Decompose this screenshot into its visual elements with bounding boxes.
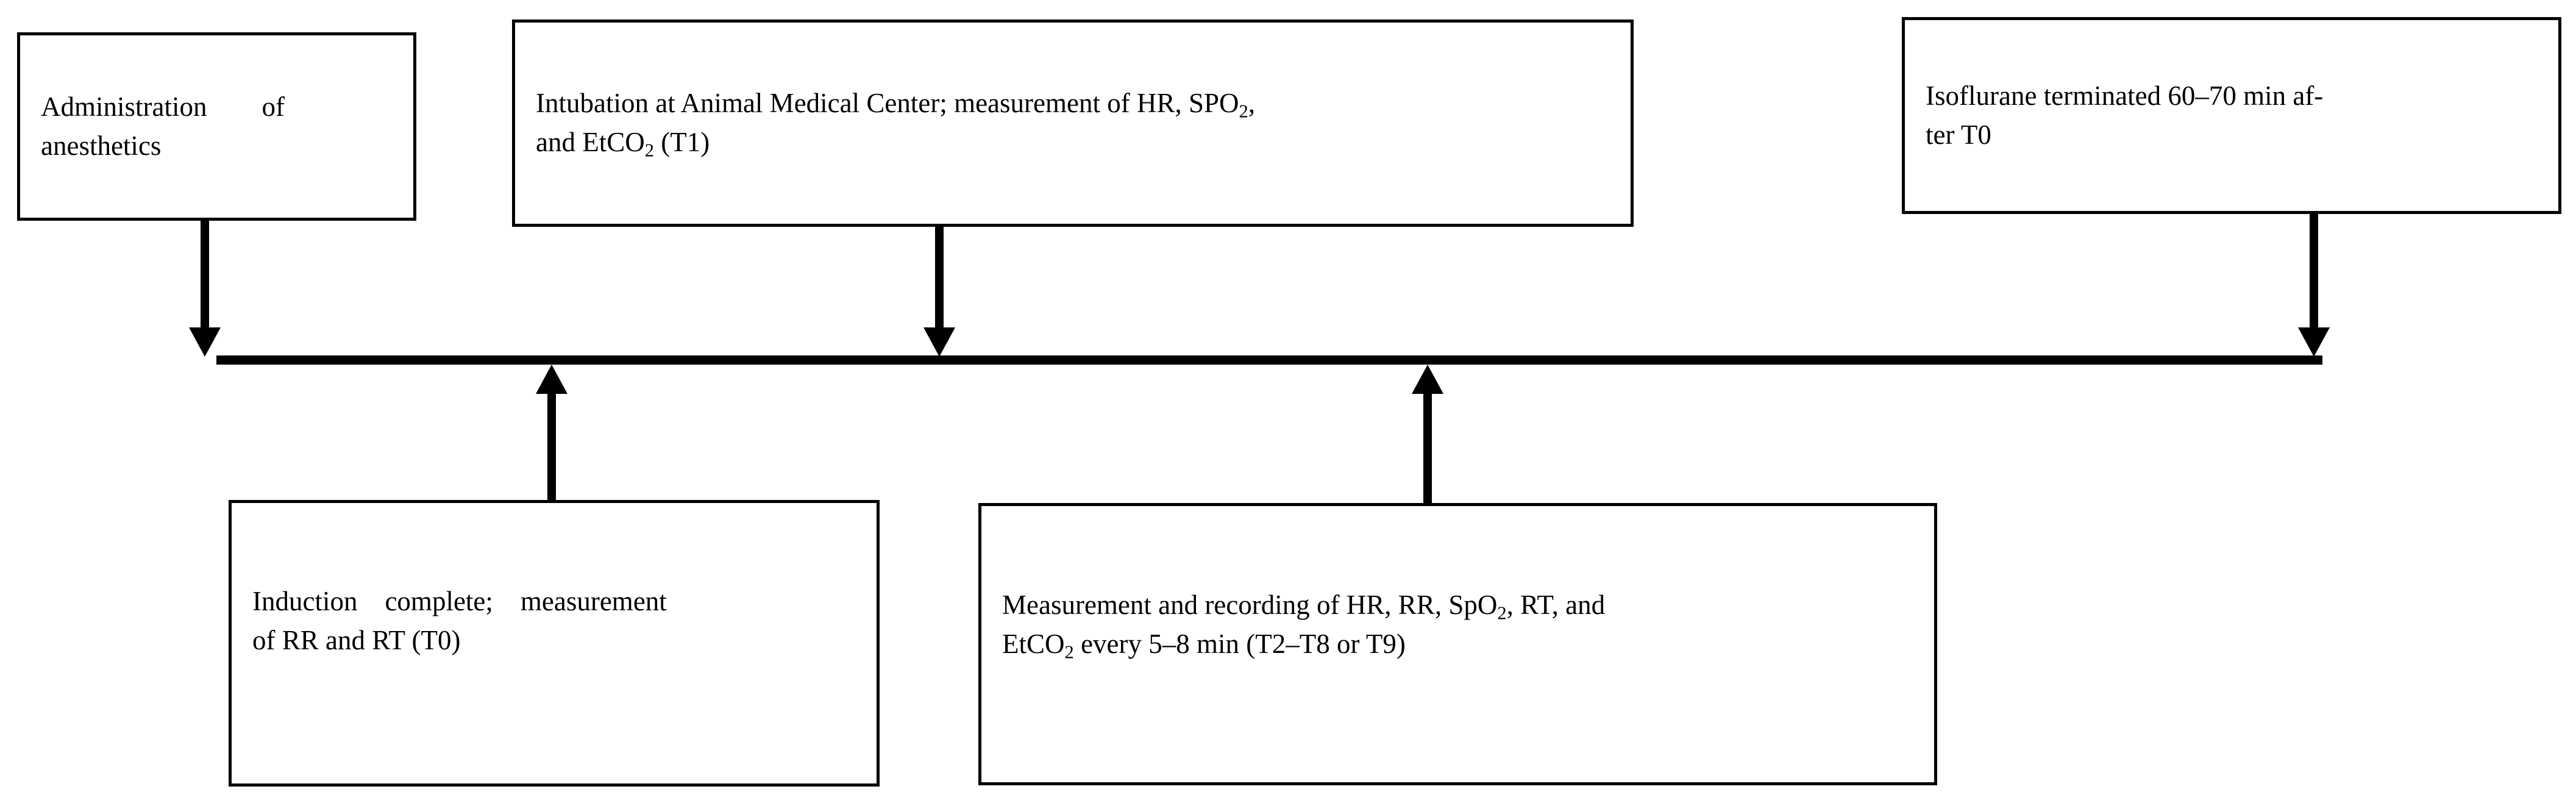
arrow-shaft [1423, 391, 1432, 503]
induction-line-1: Induction complete; measurement [252, 586, 667, 617]
arrow-isoflurane-to-timeline [2298, 214, 2330, 357]
arrow-measurement-to-timeline [1412, 365, 1443, 503]
measurement-line-1-post: , RT, and [1506, 589, 1606, 620]
intubation-line-2-post: (T1) [654, 127, 710, 157]
process-box-measurement-recording-t2-t9: Measurement and recording of HR, RR, SpO… [978, 503, 1937, 785]
measurement-line-1-subscript: 2 [1497, 602, 1507, 624]
anesthesia-timeline-bar [216, 355, 2322, 365]
induction-line-2: of RR and RT (T0) [252, 625, 461, 655]
arrow-shaft [547, 391, 556, 500]
arrow-induction-to-timeline [536, 365, 568, 500]
arrow-shaft [935, 227, 944, 330]
intubation-line-1-post: , [1248, 88, 1256, 119]
measurement-line-1: Measurement and recording of HR, RR, SpO… [1002, 586, 1913, 625]
measurement-line-2: EtCO2 every 5–8 min (T2–T8 or T9) [1002, 625, 1913, 664]
arrow-head-up [536, 365, 568, 394]
intubation-line-2-pre: and EtCO [536, 127, 645, 157]
arrow-intubation-to-timeline [923, 227, 955, 357]
arrow-head-down [2298, 327, 2330, 357]
arrow-shaft [201, 221, 209, 330]
intubation-line-2-subscript: 2 [644, 140, 655, 161]
arrow-shaft [2310, 214, 2318, 330]
process-box-induction-complete-t0: Induction complete; measurement of RR an… [229, 500, 880, 787]
box-text-measurement: Measurement and recording of HR, RR, SpO… [981, 586, 1934, 664]
measurement-line-2-post: every 5–8 min (T2–T8 or T9) [1073, 628, 1406, 659]
isoflurane-line-2: ter T0 [1926, 119, 1991, 150]
intubation-line-1: Intubation at Animal Medical Center; mea… [536, 84, 1610, 123]
measurement-line-2-subscript: 2 [1064, 641, 1074, 663]
process-box-administration-of-anesthetics: Administration of anesthetics [17, 32, 416, 221]
intubation-line-1-subscript: 2 [1239, 101, 1248, 122]
arrow-head-up [1412, 365, 1443, 394]
process-box-isoflurane-terminated: Isoflurane terminated 60–70 min af- ter … [1902, 17, 2561, 214]
administration-line-1: Administration of [41, 91, 285, 122]
box-text-isoflurane: Isoflurane terminated 60–70 min af- ter … [1905, 77, 2558, 155]
arrow-administration-to-timeline [189, 221, 221, 357]
intubation-line-2: and EtCO2 (T1) [536, 123, 1610, 162]
measurement-line-1-pre: Measurement and recording of HR, RR, SpO [1002, 589, 1498, 620]
box-text-administration: Administration of anesthetics [20, 88, 413, 166]
arrow-head-down [923, 327, 955, 357]
arrow-head-down [189, 327, 221, 357]
administration-line-2: anesthetics [41, 130, 162, 161]
intubation-line-1-pre: Intubation at Animal Medical Center; mea… [536, 88, 1239, 119]
measurement-line-2-pre: EtCO [1002, 628, 1065, 659]
isoflurane-line-1: Isoflurane terminated 60–70 min af- [1926, 80, 2324, 111]
box-text-intubation: Intubation at Animal Medical Center; mea… [515, 84, 1631, 162]
box-text-induction: Induction complete; measurement of RR an… [232, 582, 877, 660]
process-box-intubation-t1: Intubation at Animal Medical Center; mea… [512, 20, 1634, 227]
